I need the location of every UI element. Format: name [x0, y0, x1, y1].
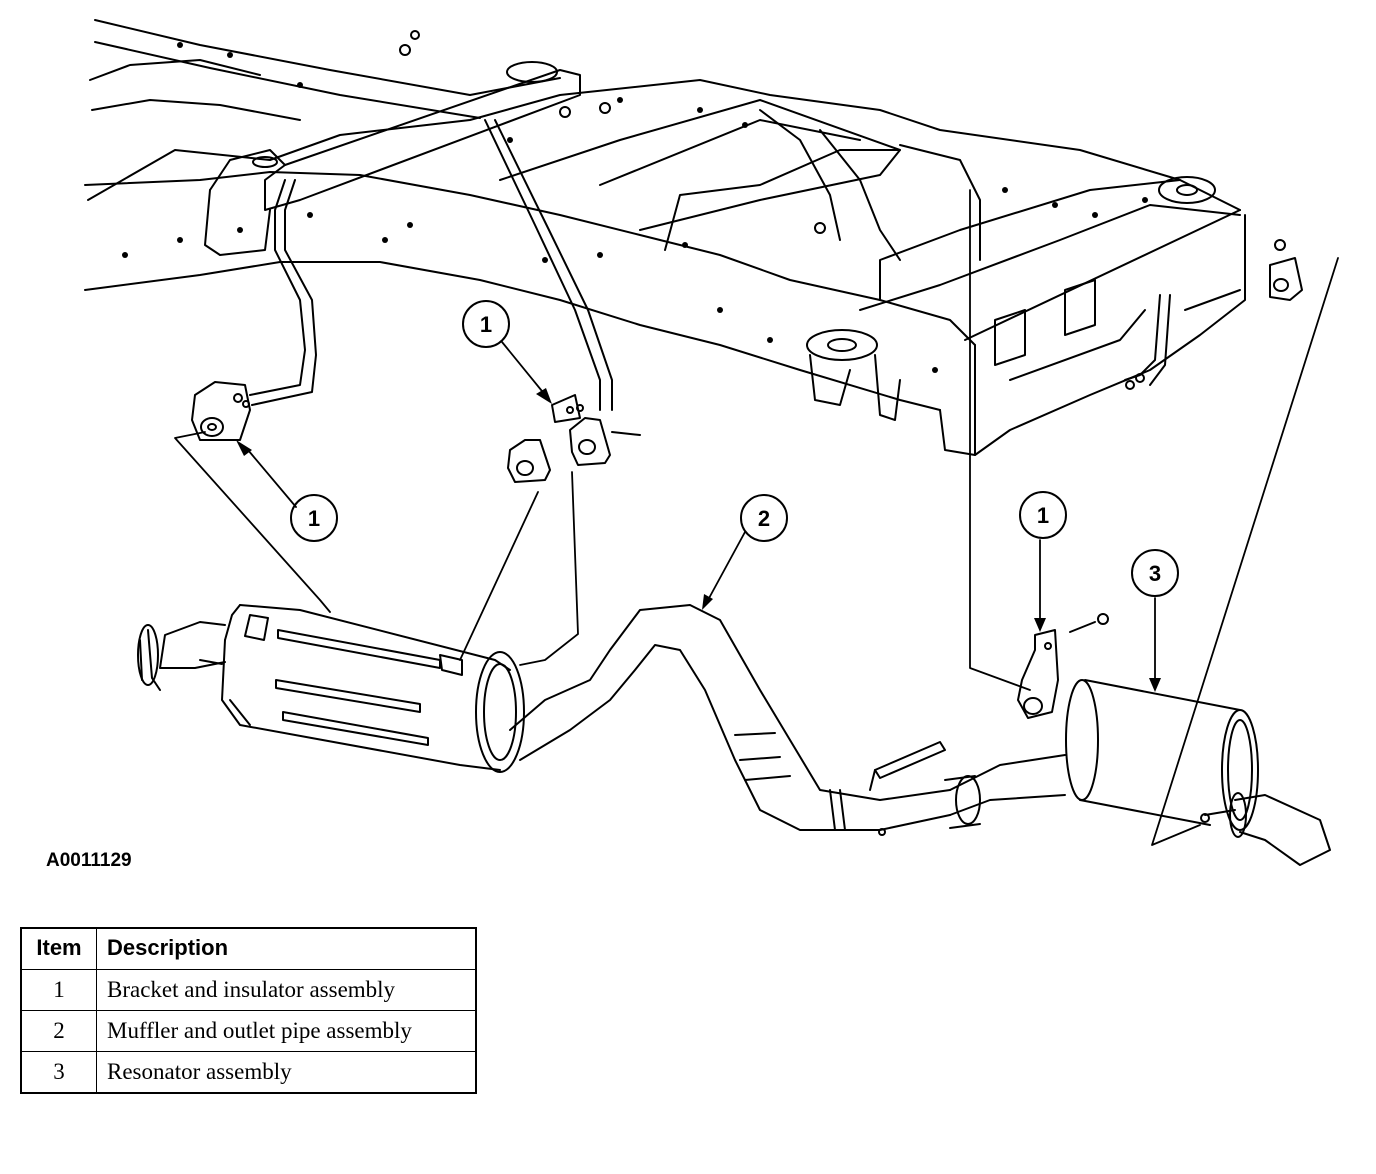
callout-1-rear: 1: [1019, 491, 1067, 539]
header-item: Item: [20, 927, 97, 970]
table-row: 1 Bracket and insulator assembly: [20, 969, 477, 1011]
callout-1-front-right: 1: [462, 300, 510, 348]
bracket-insulator-front-left: [191, 381, 251, 441]
item-number: 3: [20, 1051, 97, 1094]
table-row: 3 Resonator assembly: [20, 1051, 477, 1094]
svg-text:1: 1: [480, 312, 492, 337]
item-description: Resonator assembly: [96, 1051, 477, 1094]
svg-text:2: 2: [758, 506, 770, 531]
table-row: 2 Muffler and outlet pipe assembly: [20, 1010, 477, 1052]
svg-text:1: 1: [1037, 503, 1049, 528]
exhaust-system-diagram: 1 1 1 2 3: [84, 19, 1339, 866]
legend-table: Item Description 1 Bracket and insulator…: [20, 927, 477, 1094]
callout-1-front-left: 1: [290, 494, 338, 542]
callout-3-resonator: 3: [1131, 549, 1179, 597]
svg-text:3: 3: [1149, 561, 1161, 586]
item-description: Bracket and insulator assembly: [96, 969, 477, 1011]
hanger-rods: [249, 119, 1241, 411]
item-description: Muffler and outlet pipe assembly: [96, 1010, 477, 1052]
bracket-insulator-front-right: [507, 394, 641, 483]
leader-lines: [174, 189, 1339, 846]
bracket-insulator-right-frame: [1269, 257, 1303, 301]
header-description: Description: [96, 927, 477, 970]
figure-id: A0011129: [46, 850, 132, 871]
resonator: [869, 679, 1331, 866]
muffler-and-outlet-pipe: [137, 604, 951, 836]
leader-arrowheads: [236, 388, 1161, 692]
vehicle-frame: [84, 19, 1286, 456]
item-number: 1: [20, 969, 97, 1011]
svg-text:1: 1: [308, 506, 320, 531]
item-number: 2: [20, 1010, 97, 1052]
callout-2-muffler: 2: [740, 494, 788, 542]
bracket-insulator-rear: [1017, 613, 1109, 719]
legend-header-row: Item Description: [20, 927, 477, 970]
